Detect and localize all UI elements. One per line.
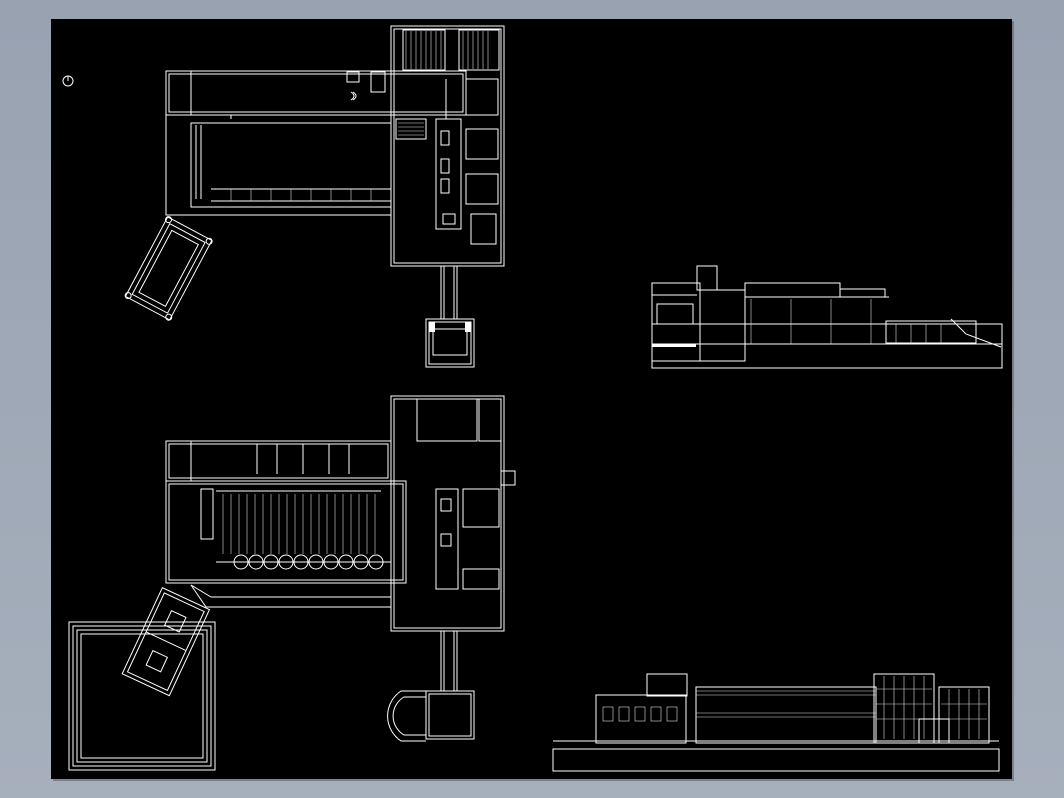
ground-floor-plan: [68, 395, 516, 771]
upper-floor-plan: [124, 25, 505, 368]
cad-drawing: [62, 25, 1003, 772]
drawing-sheet[interactable]: [51, 19, 1012, 779]
north-arrow-icon: [62, 75, 74, 87]
section: [651, 265, 1003, 369]
elevation: [552, 673, 1000, 772]
